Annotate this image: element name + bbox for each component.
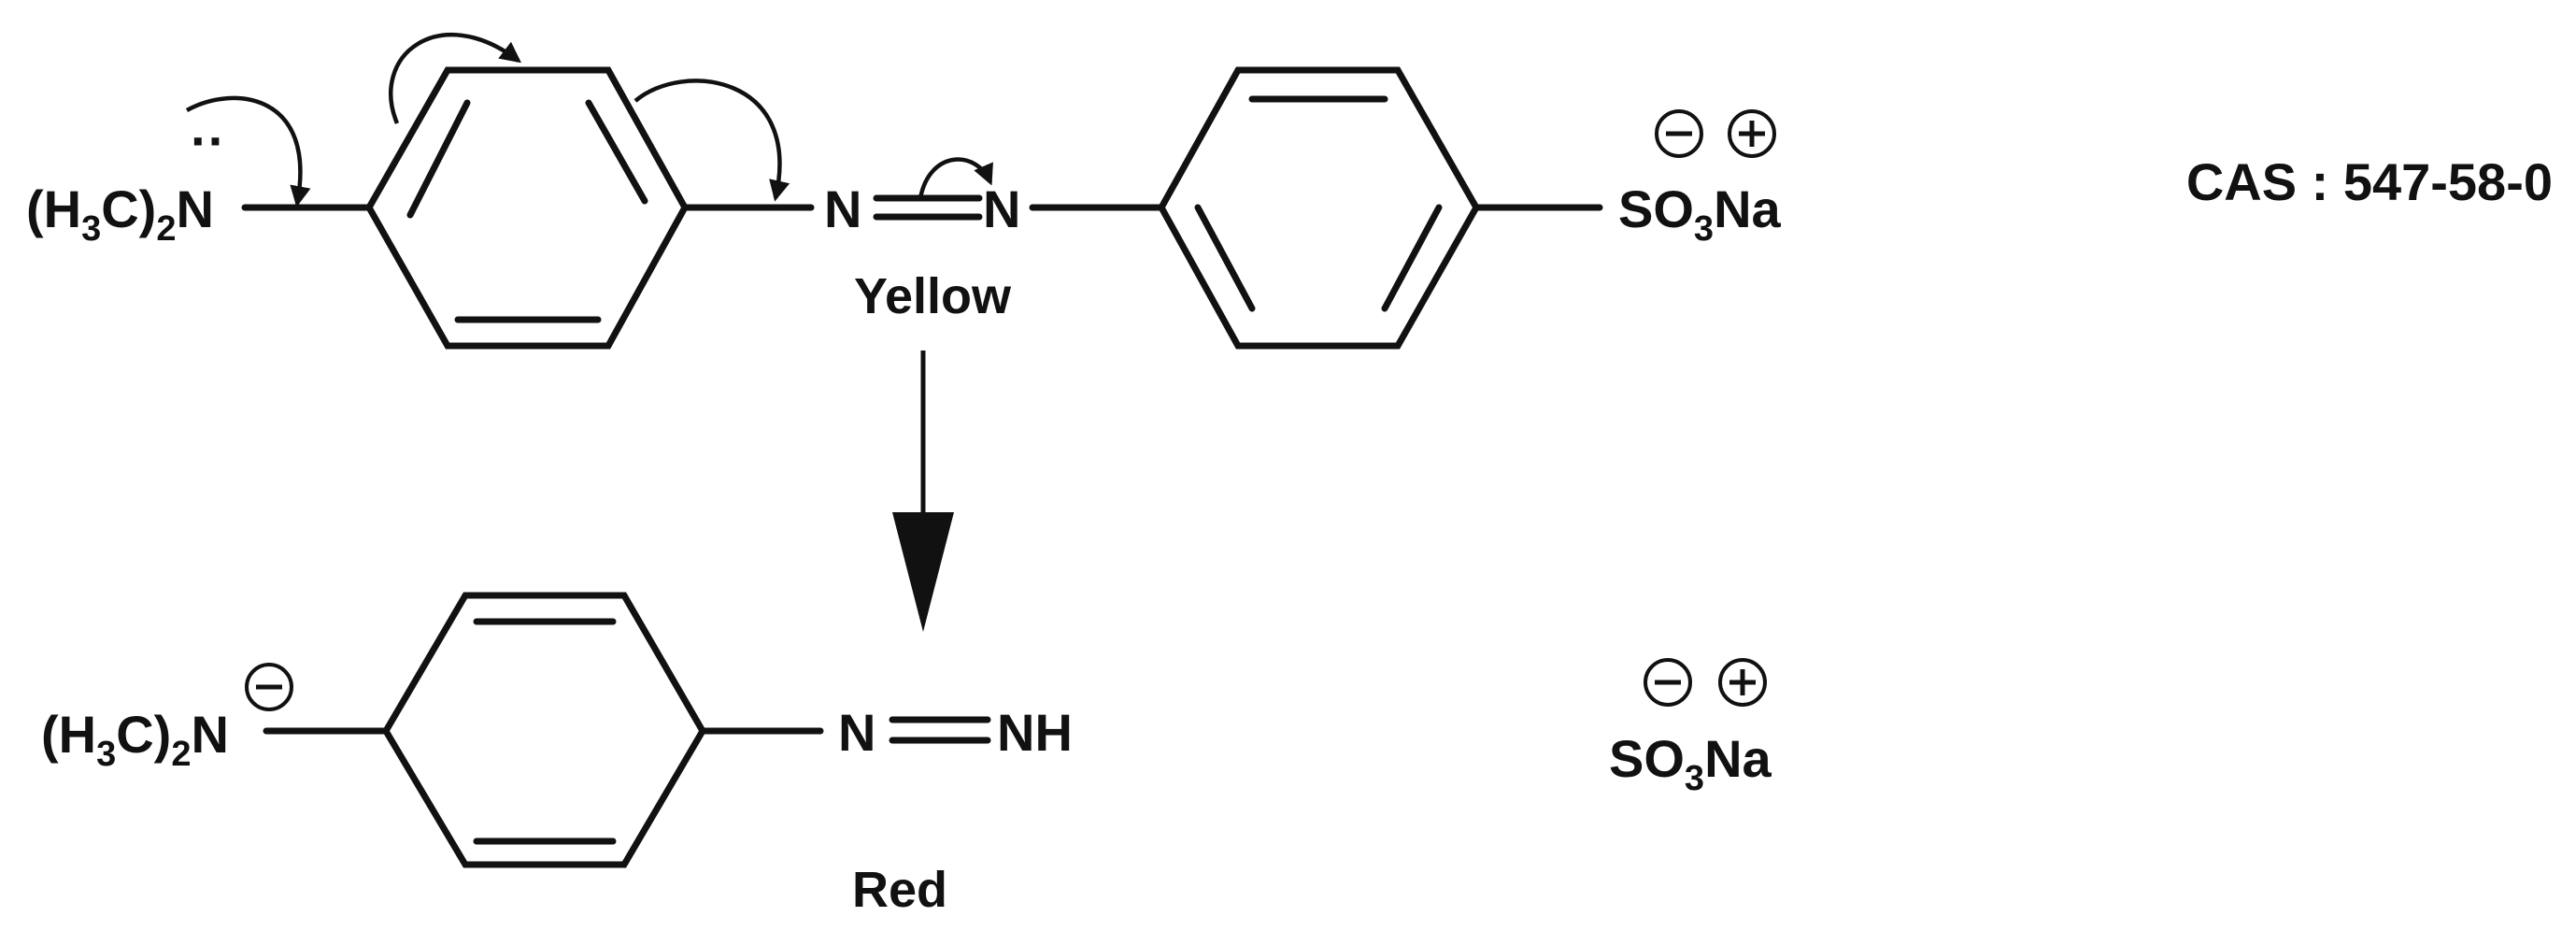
top-azo-n1: N (824, 179, 861, 238)
ring-push-arrow-2 (633, 79, 790, 202)
azo-push-arrow (918, 157, 993, 199)
bottom-sulfonate-label: SO3Na (1609, 729, 1772, 798)
lone-pair-push-arrow (185, 95, 311, 208)
left-benzene-ring (364, 66, 690, 350)
bottom-azo-n1: N (838, 703, 875, 762)
bottom-plus-charge (1718, 658, 1767, 707)
bottom-amine-label: (H3C)2N (41, 705, 229, 774)
top-minus-charge (1655, 109, 1703, 158)
right-benzene-ring (1157, 66, 1481, 350)
quinoid-ring (381, 592, 707, 868)
top-amine-label: (H3C)2N (26, 179, 214, 249)
electron-push-arrows (185, 32, 993, 208)
red-label: Red (852, 862, 947, 918)
ring-push-arrow-1 (389, 32, 521, 124)
top-plus-charge (1728, 109, 1776, 158)
red-structure: (H3C)2N N NH SO3Na Red (41, 592, 1772, 918)
bottom-azo-nh: NH (997, 703, 1073, 762)
top-sulfonate-label: SO3Na (1618, 179, 1782, 249)
yellow-label: Yellow (854, 268, 1012, 324)
cas-number: CAS : 547-58-0 (2186, 152, 2553, 211)
top-azo-n2: N (983, 179, 1020, 238)
yellow-structure: (H3C)2N ·· N N SO3Na Yellow (26, 32, 1782, 350)
bottom-amine-negative-charge (245, 663, 293, 711)
lone-pair-dots: ·· (191, 111, 225, 170)
down-arrow (892, 351, 954, 632)
bottom-minus-charge (1644, 658, 1692, 707)
